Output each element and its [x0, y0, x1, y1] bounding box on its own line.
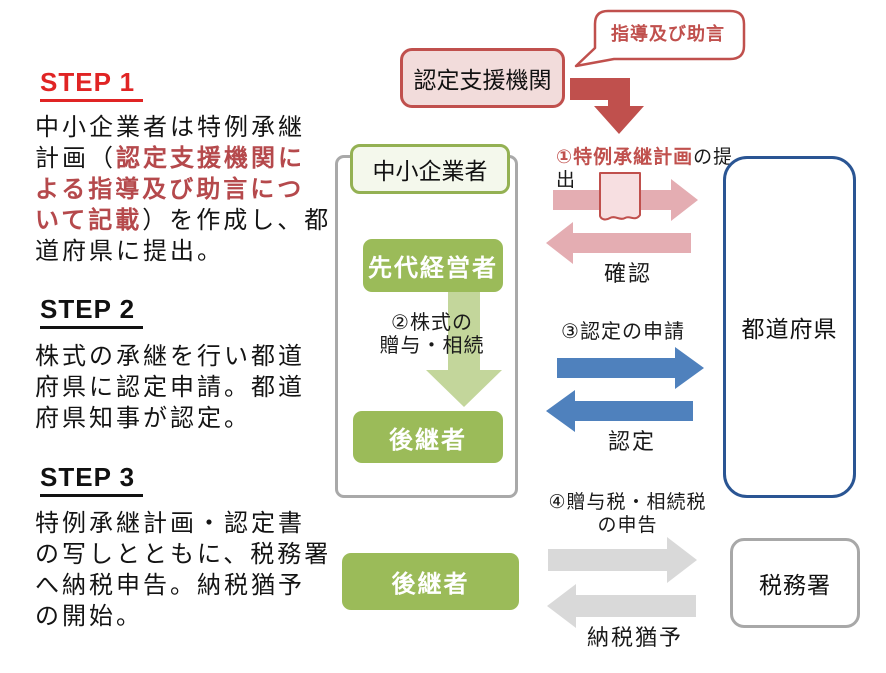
step1-body-post: ）を作成し、都 道府県に提出。: [35, 207, 332, 265]
flow3-label: ③認定の申請: [561, 321, 685, 343]
document-icon: [599, 172, 641, 221]
step2-body: 株式の承継を行い都道 府県に認定申請。都道 府県知事が認定。: [35, 343, 305, 432]
predecessor-box: 先代経営者: [363, 239, 503, 292]
step3-body: 特例承継計画・認定書 の写しとともに、税務署 へ納税申告。納税猶予 の開始。: [35, 510, 332, 630]
step2-heading: STEP 2: [40, 295, 144, 329]
flow2-label: ②株式の 贈与・相続: [379, 312, 485, 357]
flow3-return-label: 認定: [607, 429, 656, 454]
step1-heading: STEP 1: [40, 68, 144, 102]
flow4-label: ④贈与税・相続税 の申告: [548, 492, 707, 536]
share-transfer-down-arrow-icon: [426, 292, 502, 407]
tax-deferral-left-arrow-icon: [547, 584, 696, 628]
apply-right-arrow-icon: [557, 347, 704, 389]
flow4-return-label: 納税猶予: [586, 625, 683, 650]
flow1-return-label: 確認: [603, 261, 652, 286]
flow1-label-black: の提出: [556, 147, 734, 191]
flow1-label-red: ①特例承継計画: [556, 147, 694, 168]
successor-box-top: 後継者: [353, 411, 503, 463]
advice-speech-bubble-shape: [574, 9, 746, 68]
advice-bubble-label: 指導及び助言: [611, 24, 725, 44]
successor-box-bottom: 後継者: [342, 553, 519, 610]
sme-box: 中小企業者: [350, 144, 510, 194]
tax-filing-right-arrow-icon: [548, 537, 697, 583]
step1-body-red: 認定支援機関に よる指導及び助言につ いて記載: [35, 145, 305, 234]
certify-left-arrow-icon: [546, 390, 693, 432]
support-org-box: 認定支援機関: [400, 48, 565, 108]
prefecture-box: 都道府県: [723, 156, 856, 498]
down-elbow-arrow-icon: [570, 78, 644, 134]
step1-body-pre: 中小企業者は特例承継 計画（: [35, 114, 305, 172]
step1-body: 中小企業者は特例承継 計画（認定支援機関に よる指導及び助言につ いて記載）を作…: [35, 112, 353, 267]
tax-office-box: 税務署: [730, 538, 860, 628]
step3-heading: STEP 3: [40, 463, 144, 497]
confirm-left-arrow-icon: [546, 222, 691, 264]
flow1-label: ①特例承継計画の提出: [556, 146, 746, 192]
